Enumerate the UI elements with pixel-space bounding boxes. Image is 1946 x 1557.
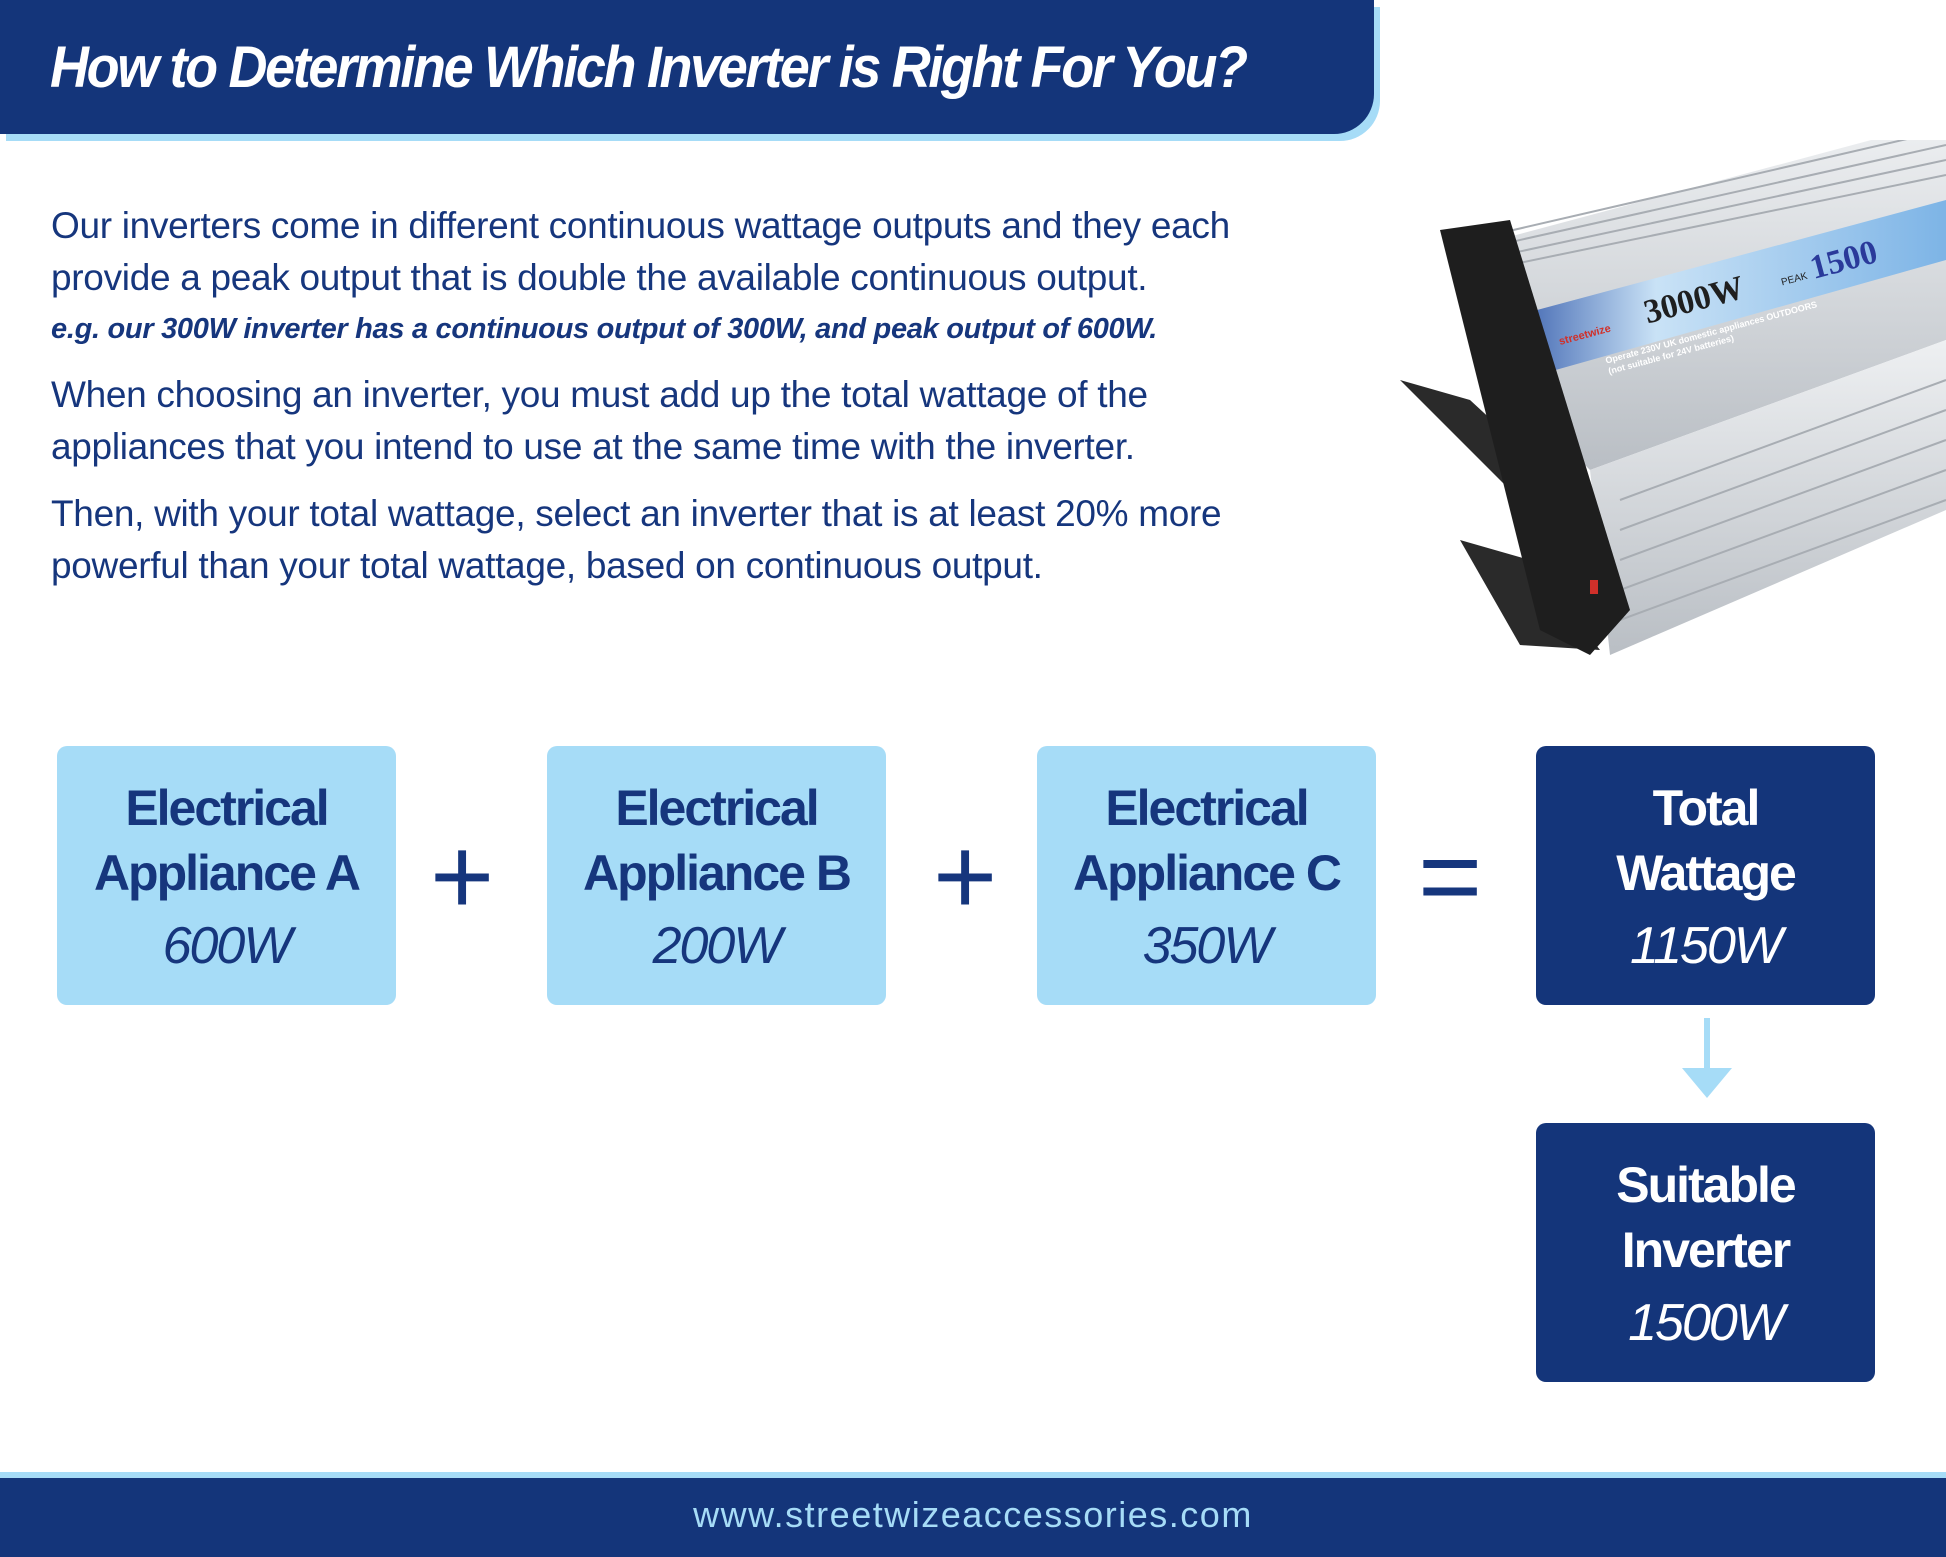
box-label: Electrical [1105, 780, 1309, 836]
box-label: Appliance A [93, 845, 361, 901]
equals-sign: = [1418, 815, 1483, 938]
box-wattage: 350W [1142, 917, 1273, 975]
box-wattage: 1150W [1630, 917, 1783, 975]
plus-sign: + [430, 815, 495, 938]
intro-paragraph-1: Our inverters come in different continuo… [51, 200, 1230, 304]
box-label: Appliance B [583, 845, 852, 901]
socket-panel [1440, 220, 1630, 655]
box-label: Inverter [1621, 1222, 1791, 1278]
product-label [1500, 200, 1946, 380]
example-note: e.g. our 300W inverter has a continuous … [51, 313, 1158, 345]
box-label: Appliance C [1073, 845, 1342, 901]
inverter-product-image: streetwize 3000W PEAK 1500 Operate 230V … [1400, 140, 1946, 655]
intro-line: appliances that you intend to use at the… [51, 426, 1135, 467]
appliance-c-box: Electrical Appliance C 350W [1037, 746, 1376, 1005]
box-wattage: 200W [652, 917, 783, 975]
website-link[interactable]: www.streetwizeaccessories.com [693, 1494, 1253, 1535]
suitable-inverter-box: Suitable Inverter 1500W [1536, 1123, 1875, 1382]
total-wattage-box: Total Wattage 1150W [1536, 746, 1875, 1005]
intro-paragraph-2: When choosing an inverter, you must add … [51, 369, 1148, 473]
plus-sign: + [933, 815, 998, 938]
intro-line: Our inverters come in different continuo… [51, 205, 1230, 246]
page-title: How to Determine Which Inverter is Right… [50, 35, 1248, 100]
box-label: Electrical [125, 780, 329, 836]
box-label: Electrical [615, 780, 819, 836]
appliance-a-box: Electrical Appliance A 600W [57, 746, 396, 1005]
box-label: Total [1652, 780, 1761, 836]
intro-line: powerful than your total wattage, based … [51, 545, 1043, 586]
box-wattage: 1500W [1628, 1294, 1785, 1352]
arrow-down-icon [1682, 1018, 1732, 1098]
box-wattage: 600W [162, 917, 293, 975]
intro-line: When choosing an inverter, you must add … [51, 374, 1148, 415]
box-label: Suitable [1616, 1157, 1796, 1213]
intro-line: Then, with your total wattage, select an… [51, 493, 1222, 534]
box-label: Wattage [1616, 845, 1797, 901]
intro-paragraph-3: Then, with your total wattage, select an… [51, 488, 1222, 592]
header-banner: How to Determine Which Inverter is Right… [0, 0, 1374, 134]
appliance-b-box: Electrical Appliance B 200W [547, 746, 886, 1005]
footer: www.streetwizeaccessories.com [0, 1472, 1946, 1557]
intro-line: provide a peak output that is double the… [51, 257, 1148, 298]
